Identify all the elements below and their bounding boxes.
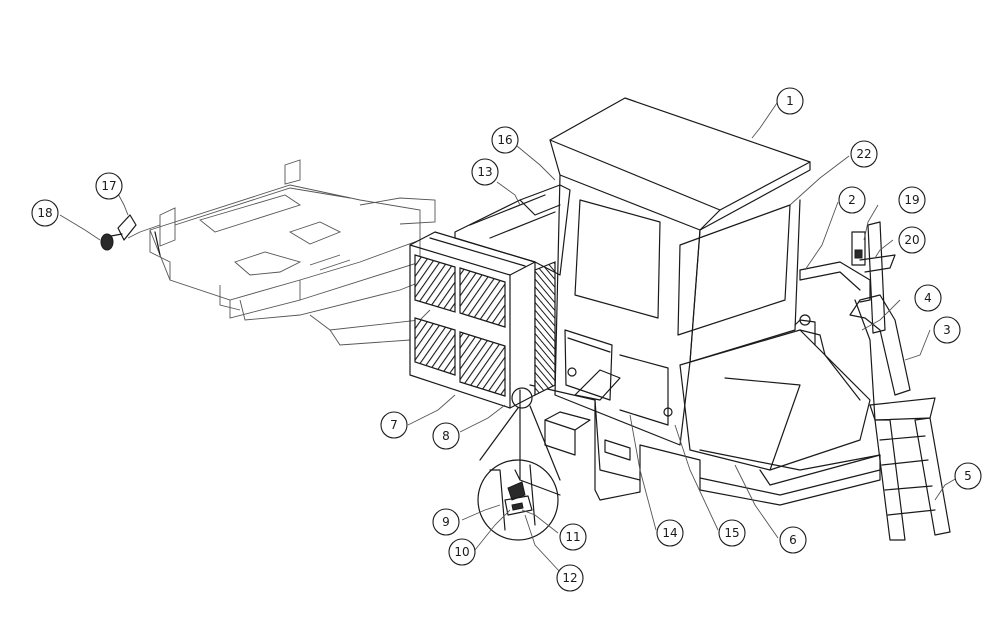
callout-22: 22: [850, 140, 878, 168]
callout-circle: [776, 87, 804, 115]
callout-circle: [933, 316, 961, 344]
callout-8: 8: [432, 422, 460, 450]
callout-circle: [432, 508, 460, 536]
callout-circle: [559, 523, 587, 551]
callout-circle: [556, 564, 584, 592]
callout-6: 6: [779, 526, 807, 554]
callout-label: 5: [964, 469, 972, 483]
callout-label: 7: [390, 418, 398, 432]
callout-circle: [898, 186, 926, 214]
callout-circle: [954, 462, 982, 490]
callout-label: 14: [662, 526, 677, 540]
callout-circle: [718, 519, 746, 547]
callout-13: 13: [471, 158, 499, 186]
operator-cab: [549, 97, 881, 486]
tail-light: [100, 214, 161, 256]
callout-label: 22: [856, 147, 871, 161]
callout-label: 18: [37, 206, 52, 220]
callout-20: 20: [898, 226, 926, 254]
callout-label: 13: [477, 165, 492, 179]
callout-label: 16: [497, 133, 512, 147]
callout-label: 20: [904, 233, 919, 247]
callout-5: 5: [954, 462, 982, 490]
callout-circle: [31, 199, 59, 227]
callout-12: 12: [556, 564, 584, 592]
callout-circle: [850, 140, 878, 168]
callout-circle: [914, 284, 942, 312]
handrail: [849, 221, 911, 421]
main-chassis: [519, 384, 881, 506]
callout-circle: [432, 422, 460, 450]
callout-label: 4: [924, 291, 932, 305]
callout-label: 12: [562, 571, 577, 585]
callout-label: 8: [442, 429, 450, 443]
callout-14: 14: [656, 519, 684, 547]
callout-circle: [656, 519, 684, 547]
callout-19: 19: [898, 186, 926, 214]
callout-label: 19: [904, 193, 919, 207]
callout-label: 15: [724, 526, 739, 540]
callout-label: 2: [848, 193, 856, 207]
fender-deck: [799, 261, 871, 303]
callout-18: 18: [31, 199, 59, 227]
callout-label: 3: [943, 323, 951, 337]
callout-3: 3: [933, 316, 961, 344]
callout-circle: [838, 186, 866, 214]
callout-label: 17: [101, 179, 116, 193]
radiator-grille: [409, 231, 556, 409]
callout-2: 2: [838, 186, 866, 214]
callout-circle: [471, 158, 499, 186]
callout-circle: [779, 526, 807, 554]
callout-circle: [448, 538, 476, 566]
rear-frame: [127, 159, 436, 346]
ladder: [869, 397, 951, 541]
callout-label: 9: [442, 515, 450, 529]
callout-label: 6: [789, 533, 797, 547]
callout-label: 10: [454, 545, 469, 559]
callout-15: 15: [718, 519, 746, 547]
leader-lines: [59, 102, 958, 573]
callout-10: 10: [448, 538, 476, 566]
callout-circle: [491, 126, 519, 154]
callout-4: 4: [914, 284, 942, 312]
callout-17: 17: [95, 172, 123, 200]
callout-circle: [898, 226, 926, 254]
callout-1: 1: [776, 87, 804, 115]
callout-16: 16: [491, 126, 519, 154]
mirror-bracket: [851, 231, 896, 273]
callout-9: 9: [432, 508, 460, 536]
engine-hood: [454, 184, 571, 276]
callout-7: 7: [380, 411, 408, 439]
callout-circle: [95, 172, 123, 200]
callout-circle: [380, 411, 408, 439]
callout-label: 1: [786, 94, 794, 108]
callout-label: 11: [565, 530, 580, 544]
latch-detail: [477, 387, 561, 541]
callout-11: 11: [559, 523, 587, 551]
